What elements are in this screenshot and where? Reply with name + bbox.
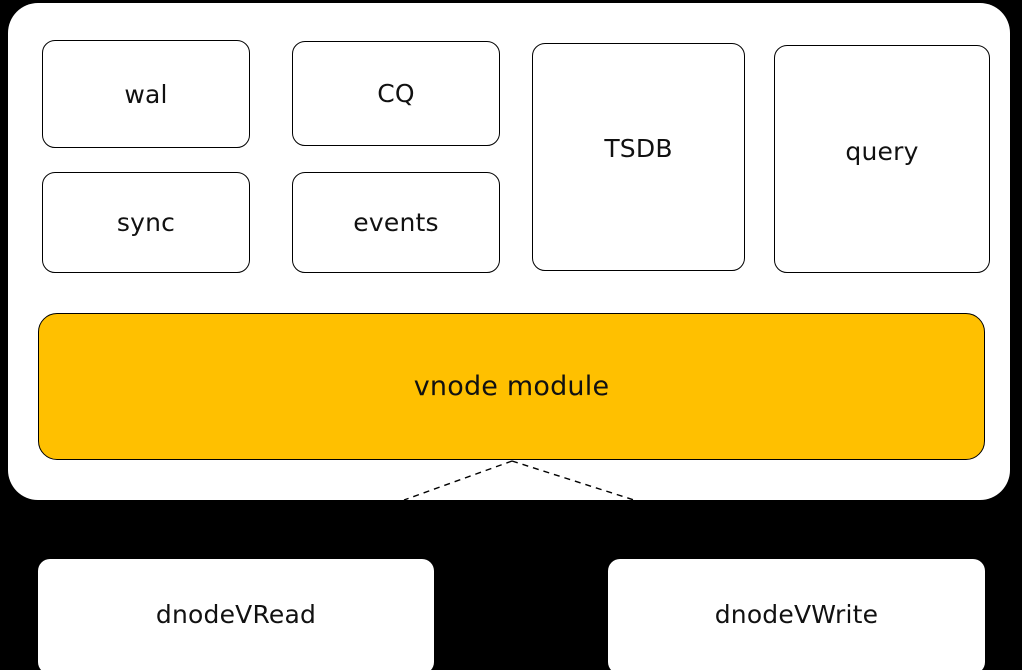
dnode-label-dnodevread: dnodeVRead — [155, 600, 317, 629]
vnode-module-label: vnode module — [413, 371, 610, 402]
vnode-module-bar[interactable]: vnode module — [38, 313, 985, 460]
module-label-sync: sync — [116, 208, 176, 237]
module-box-query[interactable]: query — [774, 45, 990, 273]
module-label-wal: wal — [124, 79, 168, 109]
module-box-tsdb[interactable]: TSDB — [532, 43, 745, 271]
module-box-events[interactable]: events — [292, 172, 500, 273]
module-label-tsdb: TSDB — [604, 133, 673, 163]
module-label-events: events — [353, 208, 439, 237]
dnode-box-dnodevread[interactable]: dnodeVRead — [38, 559, 434, 670]
module-box-sync[interactable]: sync — [42, 172, 250, 273]
dnode-box-dnodevwrite[interactable]: dnodeVWrite — [608, 559, 985, 670]
module-label-query: query — [845, 136, 919, 166]
dnode-label-dnodevwrite: dnodeVWrite — [714, 600, 879, 629]
module-label-cq: CQ — [377, 79, 415, 108]
module-box-cq[interactable]: CQ — [292, 41, 500, 146]
module-box-wal[interactable]: wal — [42, 40, 250, 148]
